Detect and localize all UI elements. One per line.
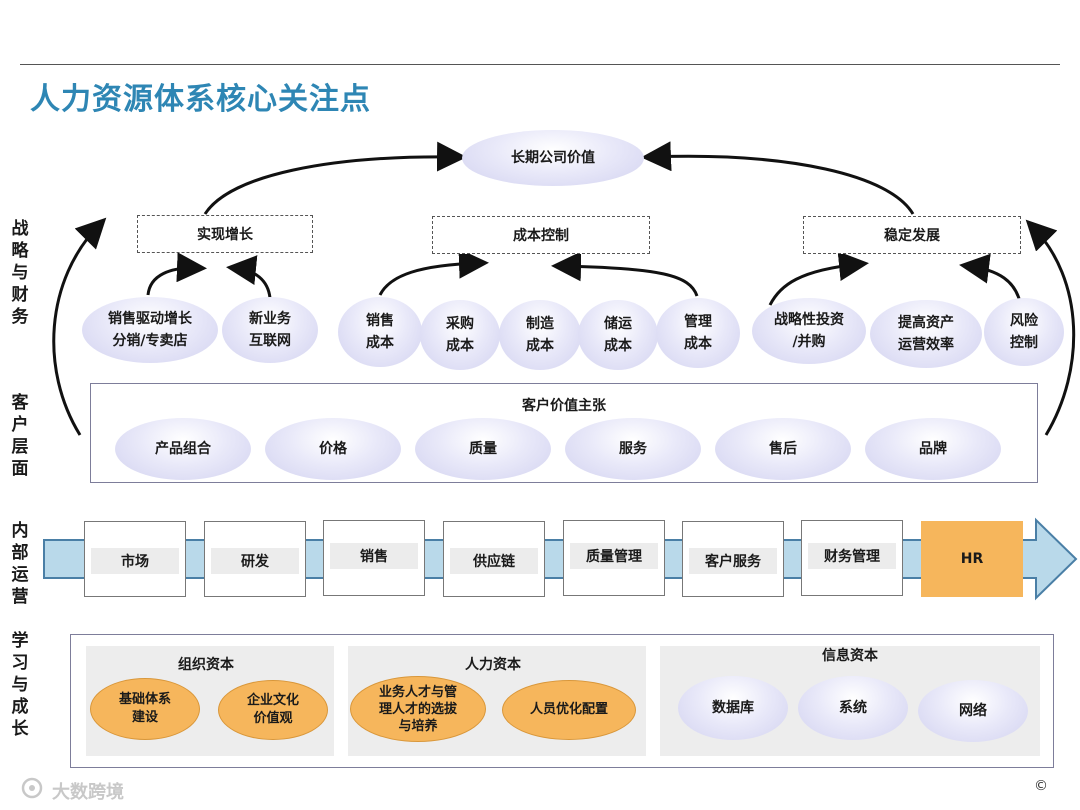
- process-supply-chain: 供应链: [443, 521, 545, 597]
- item-strategic-investment: 战略性投资 /并购: [752, 298, 866, 364]
- item-risk-control: 风险 控制: [984, 298, 1064, 366]
- item-management-cost: 管理 成本: [656, 298, 740, 368]
- org-capital-title: 组织资本: [178, 657, 234, 673]
- item-sales-cost: 销售 成本: [338, 297, 422, 367]
- org-capital-item-culture: 企业文化 价值观: [218, 680, 328, 740]
- human-capital-title: 人力资本: [465, 657, 521, 673]
- arrow-left-side: [52, 217, 107, 436]
- customer-item-after-sales: 售后: [715, 418, 851, 480]
- info-capital-item-database: 数据库: [678, 676, 788, 740]
- group-growth: 实现增长: [137, 215, 313, 253]
- arrow-salescost-to-control: [378, 248, 489, 296]
- customer-panel-title: 客户价值主张: [522, 398, 606, 414]
- process-label: 市场: [91, 548, 179, 574]
- side-label-customer: 客 户 层 面: [11, 393, 29, 479]
- process-label: 质量管理: [570, 543, 658, 569]
- item-manufacturing-cost: 制造 成本: [499, 300, 581, 370]
- process-sales: 销售: [323, 520, 425, 596]
- arrow-risk-to-stable: [959, 253, 1022, 303]
- human-capital-item-staffing: 人员优化配置: [502, 680, 636, 740]
- process-market: 市场: [84, 521, 186, 597]
- item-purchase-cost: 采购 成本: [420, 300, 500, 370]
- watermark-logo-icon: [20, 776, 48, 800]
- process-label: 客户服务: [689, 548, 777, 574]
- customer-item-service: 服务: [565, 418, 701, 480]
- customer-item-price: 价格: [265, 418, 401, 480]
- goal-long-term-value: 长期公司价值: [462, 130, 644, 186]
- side-label-strategy: 战 略 与 财 务: [11, 219, 29, 327]
- process-quality-management: 质量管理: [563, 520, 665, 596]
- process-hr-highlight: HR: [921, 521, 1023, 597]
- arrow-invest-to-stable: [768, 251, 869, 306]
- process-label: 研发: [211, 548, 299, 574]
- arrow-newbiz-to-growth: [226, 255, 272, 299]
- customer-item-portfolio: 产品组合: [115, 418, 251, 480]
- info-capital-item-system: 系统: [798, 676, 908, 740]
- process-label: 财务管理: [808, 543, 896, 569]
- arrow-stable-to-goal: [641, 141, 915, 215]
- arrow-mgmtcost-to-control: [551, 251, 699, 297]
- arrow-right-side: [1025, 219, 1076, 436]
- info-capital-item-network: 网络: [918, 680, 1028, 742]
- title-rule: [20, 64, 1060, 65]
- item-asset-efficiency: 提高资产 运营效率: [870, 300, 982, 368]
- customer-item-brand: 品牌: [865, 418, 1001, 480]
- side-label-internal: 内 部 运 营: [11, 521, 29, 607]
- customer-item-quality: 质量: [415, 418, 551, 480]
- watermark-text: 大数跨境: [52, 782, 124, 803]
- info-capital-title: 信息资本: [822, 648, 878, 664]
- group-stable-development: 稳定发展: [803, 216, 1021, 254]
- process-customer-service: 客户服务: [682, 521, 784, 597]
- copyright-mark: ©: [1034, 778, 1048, 794]
- process-rnd: 研发: [204, 521, 306, 597]
- human-capital-item-talent: 业务人才与管 理人才的选拔 与培养: [350, 676, 486, 742]
- item-logistics-cost: 储运 成本: [578, 300, 658, 370]
- process-label: 供应链: [450, 548, 538, 574]
- page-title: 人力资源体系核心关注点: [30, 82, 371, 117]
- side-label-learning: 学 习 与 成 长: [11, 631, 29, 739]
- item-new-business: 新业务 互联网: [222, 297, 318, 363]
- arrow-growth-to-goal: [203, 141, 467, 215]
- arrow-sales-to-growth: [146, 252, 207, 296]
- org-capital-item-system: 基础体系 建设: [90, 678, 200, 740]
- group-cost-control: 成本控制: [432, 216, 650, 254]
- process-finance-management: 财务管理: [801, 520, 903, 596]
- item-sales-growth: 销售驱动增长 分销/专卖店: [82, 297, 218, 363]
- process-label: 销售: [330, 543, 418, 569]
